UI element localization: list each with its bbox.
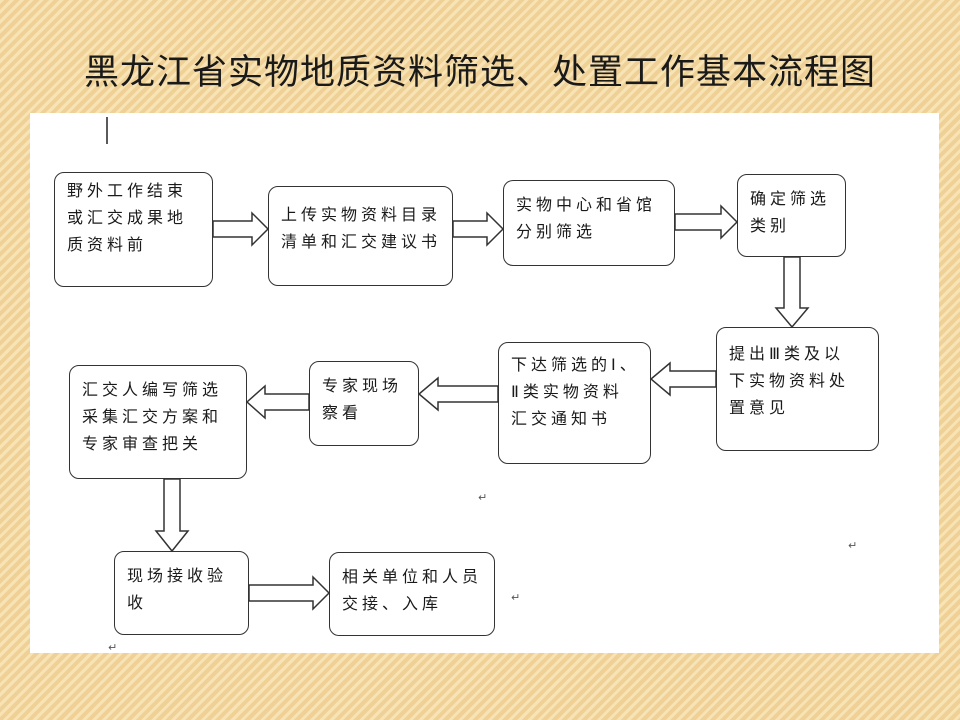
step-submitter-plan: 汇交人编写筛选 采集汇交方案和 专家审查把关 — [69, 365, 247, 479]
arrow-s1-to-s2 — [212, 211, 270, 247]
step-field-work-end: 野外工作结束 或汇交成果地 质资料前 — [54, 172, 213, 287]
step-issue-notice: 下达筛选的Ⅰ、 Ⅱ类实物资料 汇交通知书 — [498, 342, 651, 464]
arrow-s2-to-s3 — [452, 211, 505, 247]
arrow-s8-to-s9 — [154, 478, 190, 553]
slide-title: 黑龙江省实物地质资料筛选、处置工作基本流程图 — [83, 53, 876, 93]
arrow-s4-to-s5 — [774, 256, 810, 329]
return-mark: ↵ — [848, 539, 858, 552]
flow-arrows — [106, 117, 810, 611]
arrow-s3-to-s4 — [674, 204, 739, 240]
return-mark: ↵ — [108, 641, 118, 654]
step-expert-inspection: 专家现场 察看 — [309, 361, 419, 446]
step-center-screening: 实物中心和省馆 分别筛选 — [503, 180, 675, 266]
flowchart-panel: 野外工作结束 或汇交成果地 质资料前 上传实物资料目录 清单和汇交建议书 实物中… — [30, 113, 939, 654]
arrow-s5-to-s6 — [649, 361, 717, 397]
step-disposal-opinion: 提出Ⅲ类及以 下实物资料处 置意见 — [716, 327, 879, 451]
arrow-s9-to-s10 — [248, 575, 331, 611]
arrow-s7-to-s8 — [245, 384, 310, 420]
return-mark: ↵ — [478, 491, 488, 504]
step-upload-catalog: 上传实物资料目录 清单和汇交建议书 — [268, 186, 453, 286]
step-onsite-acceptance: 现场接收验 收 — [114, 551, 249, 635]
return-mark: ↵ — [511, 591, 521, 604]
arrow-s6-to-s7 — [417, 376, 499, 412]
step-determine-category: 确定筛选 类别 — [737, 174, 846, 257]
step-handover-storage: 相关单位和人员 交接、入库 — [329, 552, 495, 636]
